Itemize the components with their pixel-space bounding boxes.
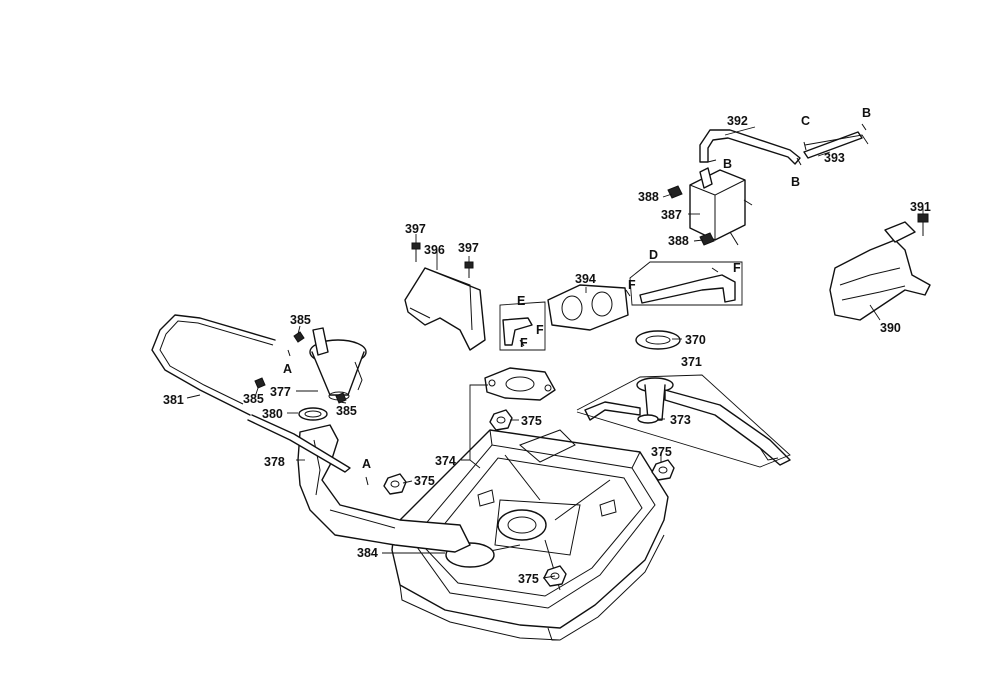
screw-385-c	[335, 392, 347, 404]
pump-plate	[484, 367, 556, 401]
connector-f-1: F	[733, 261, 741, 275]
callout-375-b: 375	[414, 474, 435, 488]
vent-hose	[699, 129, 801, 165]
callout-378: 378	[264, 455, 285, 469]
callout-391: 391	[910, 200, 931, 214]
canister	[689, 167, 753, 246]
bolt-388-a	[667, 185, 683, 199]
bolt-391	[917, 213, 929, 236]
callout-377: 377	[270, 385, 291, 399]
callout-385-b: 385	[243, 392, 264, 406]
fuel-hose-d	[639, 274, 736, 304]
callout-392: 392	[727, 114, 748, 128]
callout-394: 394	[575, 272, 596, 286]
screw-385-a	[293, 331, 305, 343]
bolt-397-a	[411, 242, 421, 262]
callout-375-a: 375	[521, 414, 542, 428]
callout-397-b: 397	[458, 241, 479, 255]
callout-380: 380	[262, 407, 283, 421]
fuel-hose-e	[502, 317, 533, 346]
connector-f-4: F	[520, 336, 528, 350]
connector-a-1: A	[283, 362, 292, 376]
connector-d: D	[649, 248, 658, 262]
callout-387: 387	[661, 208, 682, 222]
connector-c: C	[801, 114, 810, 128]
gasket	[298, 407, 328, 421]
connector-a-2: A	[362, 457, 371, 471]
callout-390: 390	[880, 321, 901, 335]
callout-397-a: 397	[405, 222, 426, 236]
callout-396: 396	[424, 243, 445, 257]
callout-374: 374	[435, 454, 456, 468]
sender-packing	[637, 414, 659, 424]
bolt-397-b	[464, 261, 474, 278]
callout-373: 373	[670, 413, 691, 427]
filler-neck-hose	[297, 424, 471, 553]
connector-e: E	[517, 294, 525, 308]
connector-b-1: B	[723, 157, 732, 171]
callout-370: 370	[685, 333, 706, 347]
breather-hose	[151, 314, 351, 473]
callout-393: 393	[824, 151, 845, 165]
callout-388-b: 388	[668, 234, 689, 248]
leader-lines	[186, 126, 924, 579]
fuel-pump	[547, 284, 629, 331]
connector-b-3: B	[862, 106, 871, 120]
fuel-level-sender	[584, 377, 791, 466]
callout-371: 371	[681, 355, 702, 369]
callout-385-c: 385	[336, 404, 357, 418]
callout-375-c: 375	[651, 445, 672, 459]
filler-neck	[309, 327, 367, 401]
callout-375-d: 375	[518, 572, 539, 586]
nut-375-c	[651, 459, 675, 481]
bolt-388-b	[699, 232, 715, 246]
callout-388-a: 388	[638, 190, 659, 204]
callout-385-a: 385	[290, 313, 311, 327]
callout-384: 384	[357, 546, 378, 560]
canister-bracket	[829, 221, 931, 321]
mounting-bracket	[404, 267, 486, 351]
callout-381: 381	[163, 393, 184, 407]
clips	[287, 123, 867, 486]
connector-b-2: B	[791, 175, 800, 189]
screw-385-b	[254, 377, 266, 389]
connector-f-2: F	[628, 278, 636, 292]
lock-ring	[635, 330, 681, 350]
nut-375-b	[383, 473, 407, 495]
nut-375-a	[489, 409, 513, 431]
connector-f-3: F	[536, 323, 544, 337]
